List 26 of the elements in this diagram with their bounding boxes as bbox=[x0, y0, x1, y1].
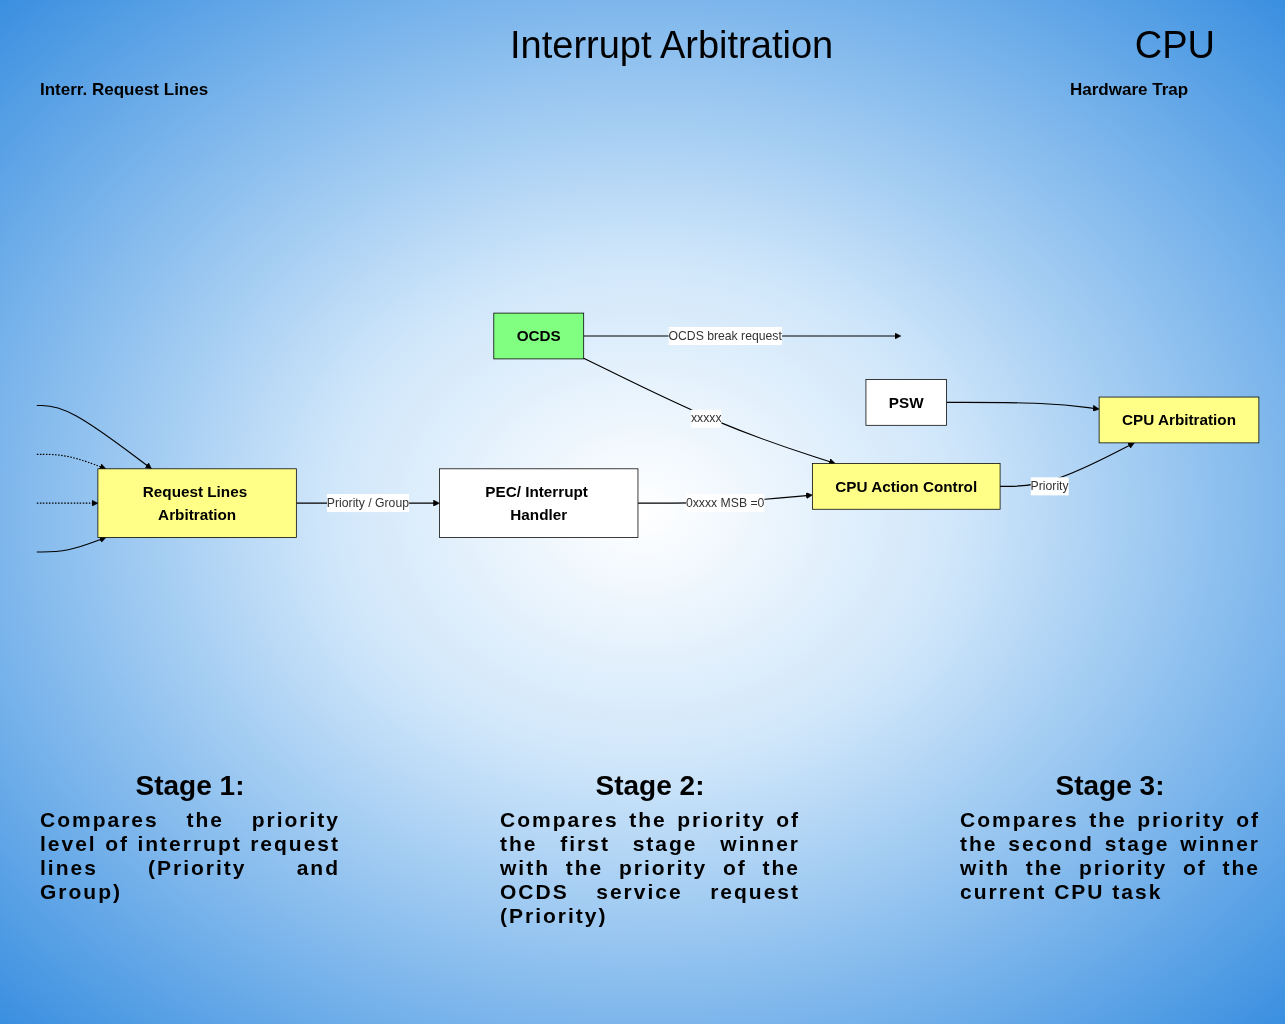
arrow bbox=[36, 536, 107, 553]
stage-description: Compares the priority of the first stage winner with the priority of the OCDS service request (Priority) bbox=[500, 808, 800, 928]
stage-heading: Stage 2: bbox=[594, 770, 706, 802]
node-box: PSW bbox=[865, 378, 947, 426]
stage-description: Compares the priority of the second stage winner with the priority of the current CPU task bbox=[960, 808, 1260, 904]
arrow bbox=[945, 401, 1100, 412]
stage-description: Compares the priority level of interrupt request lines (Priority and Group) bbox=[40, 808, 340, 904]
input-label: Interr. Request Lines bbox=[40, 80, 209, 100]
signal-label: Hardware Trap bbox=[1070, 80, 1189, 100]
node-box: CPU Arbitration bbox=[1098, 396, 1260, 443]
stage-heading: Stage 1: bbox=[134, 770, 246, 802]
edge-label: OCDS break request bbox=[668, 328, 782, 342]
node-box: CPU Action Control bbox=[812, 462, 1001, 510]
stage-heading: Stage 3: bbox=[1054, 770, 1166, 802]
region-label: CPU bbox=[1134, 24, 1215, 67]
node-box: PEC/ Interrupt Handler bbox=[439, 468, 639, 538]
diagram-title: Interrupt Arbitration bbox=[510, 24, 834, 67]
node-box: OCDS bbox=[493, 312, 585, 360]
edge-label: 0xxxx MSB =0 bbox=[685, 496, 765, 510]
arrow bbox=[36, 453, 107, 470]
edge-label: Priority / Group bbox=[326, 496, 409, 510]
arrow bbox=[36, 499, 99, 507]
node-box: Request Lines Arbitration bbox=[97, 468, 297, 538]
edge-label: Priority bbox=[1030, 479, 1069, 493]
arrow bbox=[36, 404, 152, 469]
edge-label: xxxxx bbox=[691, 411, 722, 425]
